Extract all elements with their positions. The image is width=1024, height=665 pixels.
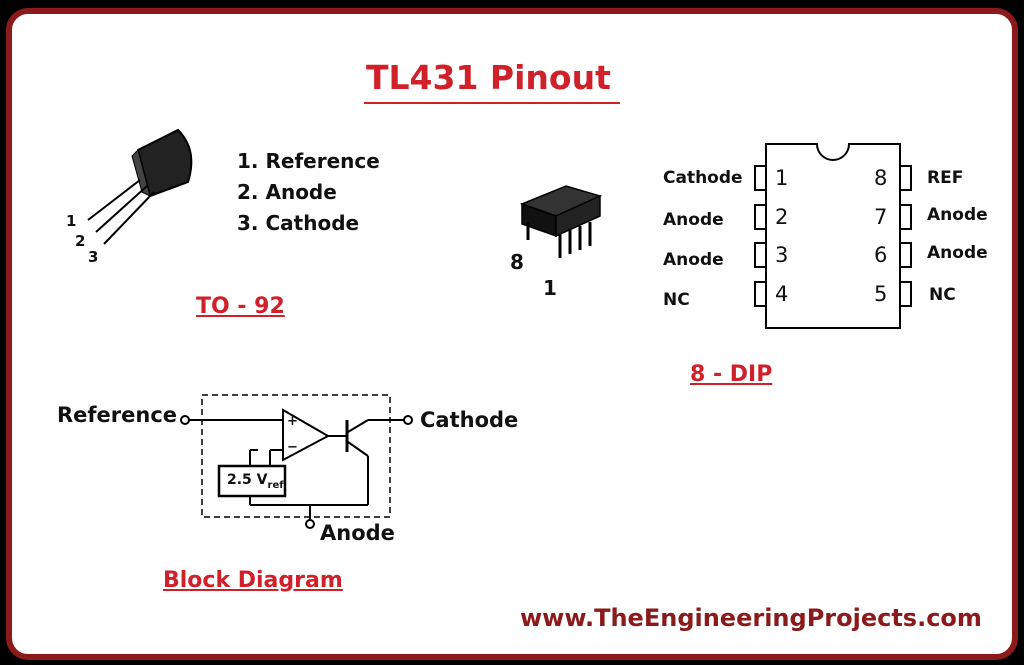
dip-pin-number-6: 6	[874, 243, 888, 267]
dip-pkg-pin-1: 1	[543, 276, 557, 300]
dip-left-label-1: Cathode	[663, 168, 743, 188]
dip-right-label-6: Anode	[927, 243, 988, 263]
to92-pin-2: 2. Anode	[237, 180, 337, 204]
dip-right-label-8: REF	[927, 168, 964, 188]
block-diagram-caption: Block Diagram	[163, 568, 343, 593]
vref-sub: ref	[267, 479, 284, 491]
dip-pkg-pin-8: 8	[510, 250, 524, 274]
dip-pin-number-7: 7	[874, 205, 888, 229]
vref-label: 2.5 Vref	[227, 472, 284, 491]
dip-left-label-4: NC	[663, 290, 690, 310]
dip-pin-number-1: 1	[775, 166, 789, 190]
dip-left-label-2: Anode	[663, 210, 724, 230]
footer-website: www.TheEngineeringProjects.com	[520, 604, 982, 632]
block-anode-label: Anode	[320, 521, 395, 545]
to92-caption: TO - 92	[196, 294, 285, 319]
block-cathode-label: Cathode	[420, 408, 519, 432]
opamp-minus-sign: −	[287, 440, 298, 455]
dip-pin-number-8: 8	[874, 166, 888, 190]
to92-leg-3: 3	[88, 248, 99, 266]
dip-pinout-outline	[754, 143, 912, 329]
diagram-frame	[6, 8, 1018, 660]
dip-pin-number-4: 4	[775, 282, 789, 306]
block-diagram-drawing	[180, 394, 413, 529]
dip-right-label-7: Anode	[927, 205, 988, 225]
opamp-plus-sign: +	[287, 414, 298, 429]
to92-leg-1: 1	[66, 212, 77, 230]
dip-pin-number-5: 5	[874, 282, 888, 306]
title-underline	[364, 102, 620, 104]
to92-package-icon	[87, 128, 193, 245]
to92-leg-2: 2	[75, 232, 86, 250]
dip-pin-number-2: 2	[775, 205, 789, 229]
to92-pin-3: 3. Cathode	[237, 211, 360, 235]
page-title: TL431 Pinout	[366, 58, 611, 97]
to92-pin-list: 1. Reference 2. Anode 3. Cathode	[237, 146, 380, 239]
to92-pin-1: 1. Reference	[237, 149, 380, 173]
dip-left-label-3: Anode	[663, 250, 724, 270]
dip-package-icon	[519, 185, 603, 258]
dip-caption: 8 - DIP	[690, 362, 773, 387]
block-reference-label: Reference	[57, 403, 178, 427]
dip-right-label-5: NC	[929, 285, 956, 305]
vref-main: 2.5 V	[227, 472, 268, 488]
dip-pin-number-3: 3	[775, 243, 789, 267]
